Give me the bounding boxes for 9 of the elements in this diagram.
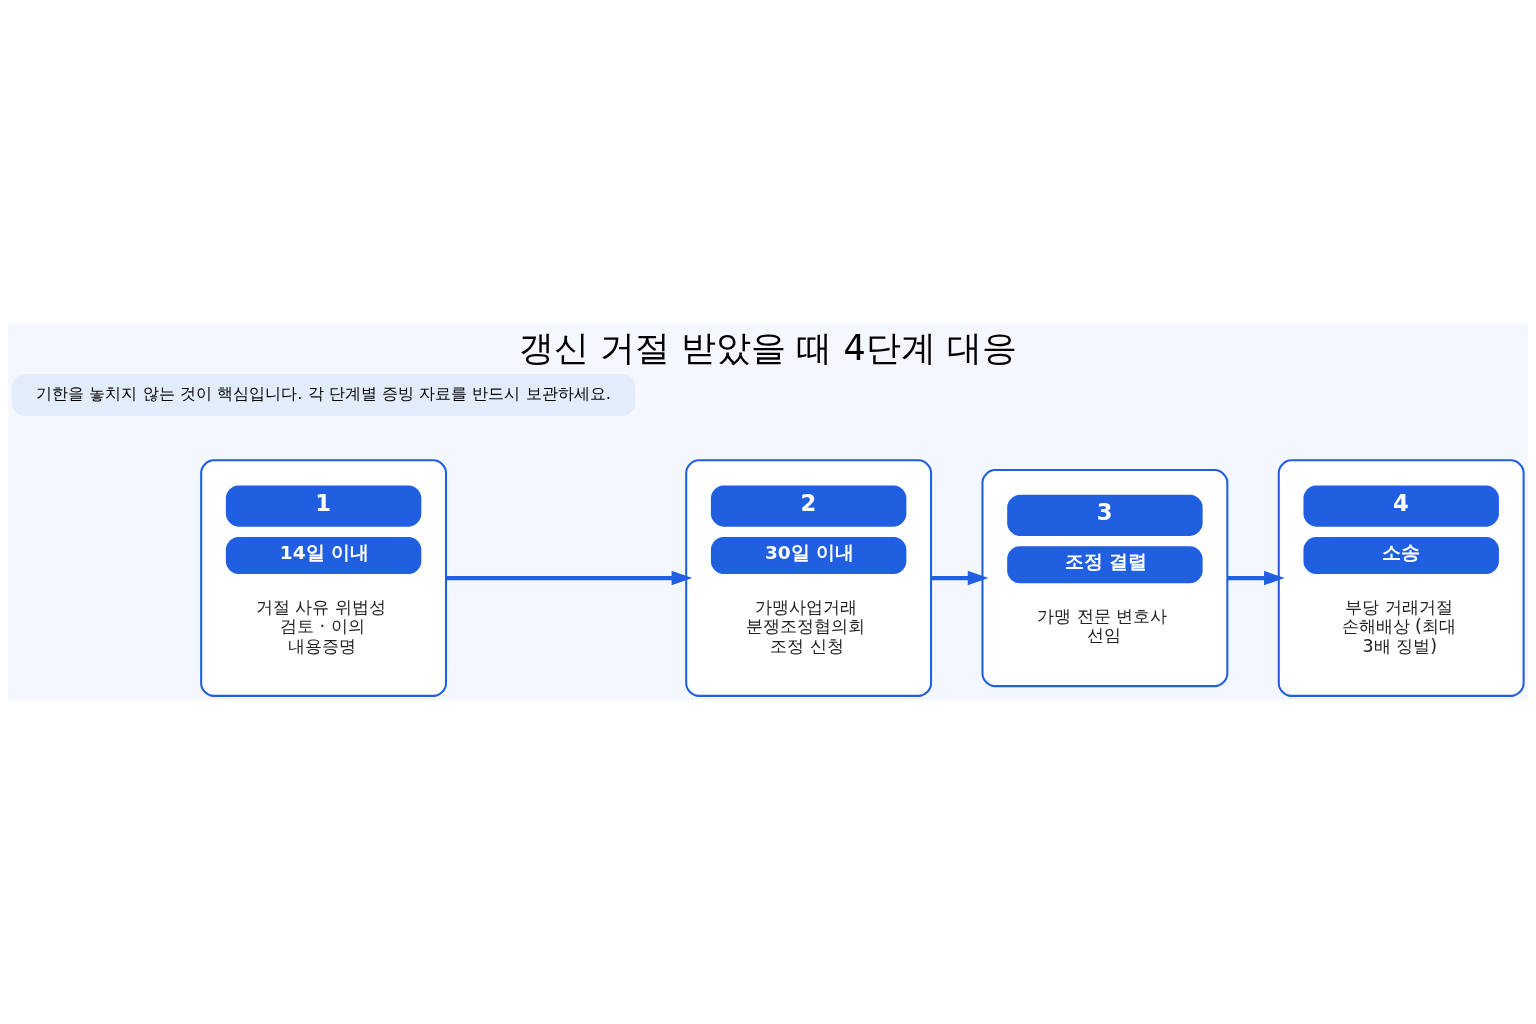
diagram-title: 갱신 거절 받았을 때 4단계 대응 <box>519 328 1017 369</box>
arrow <box>446 570 693 586</box>
node-box: 1 14일 이내 거절 사유 위법성 검토 · 이의 내용증명 <box>200 459 448 697</box>
node-box: 4 소송 부당 거래거절 손해배상 (최대 3배 징벌) <box>1277 459 1525 697</box>
arrow <box>1227 570 1285 586</box>
label: 기한을 놓치지 않는 것이 핵심입니다. 각 단계별 증빙 자료를 반드시 보관하세요. <box>36 383 611 403</box>
arrow <box>931 570 989 586</box>
node-box: 3 조정 결렬 가맹 전문 변호사 선임 <box>981 469 1229 688</box>
node-box: 2 30일 이내 가맹사업거래 분쟁조정협의회 조정 신청 <box>685 459 933 697</box>
